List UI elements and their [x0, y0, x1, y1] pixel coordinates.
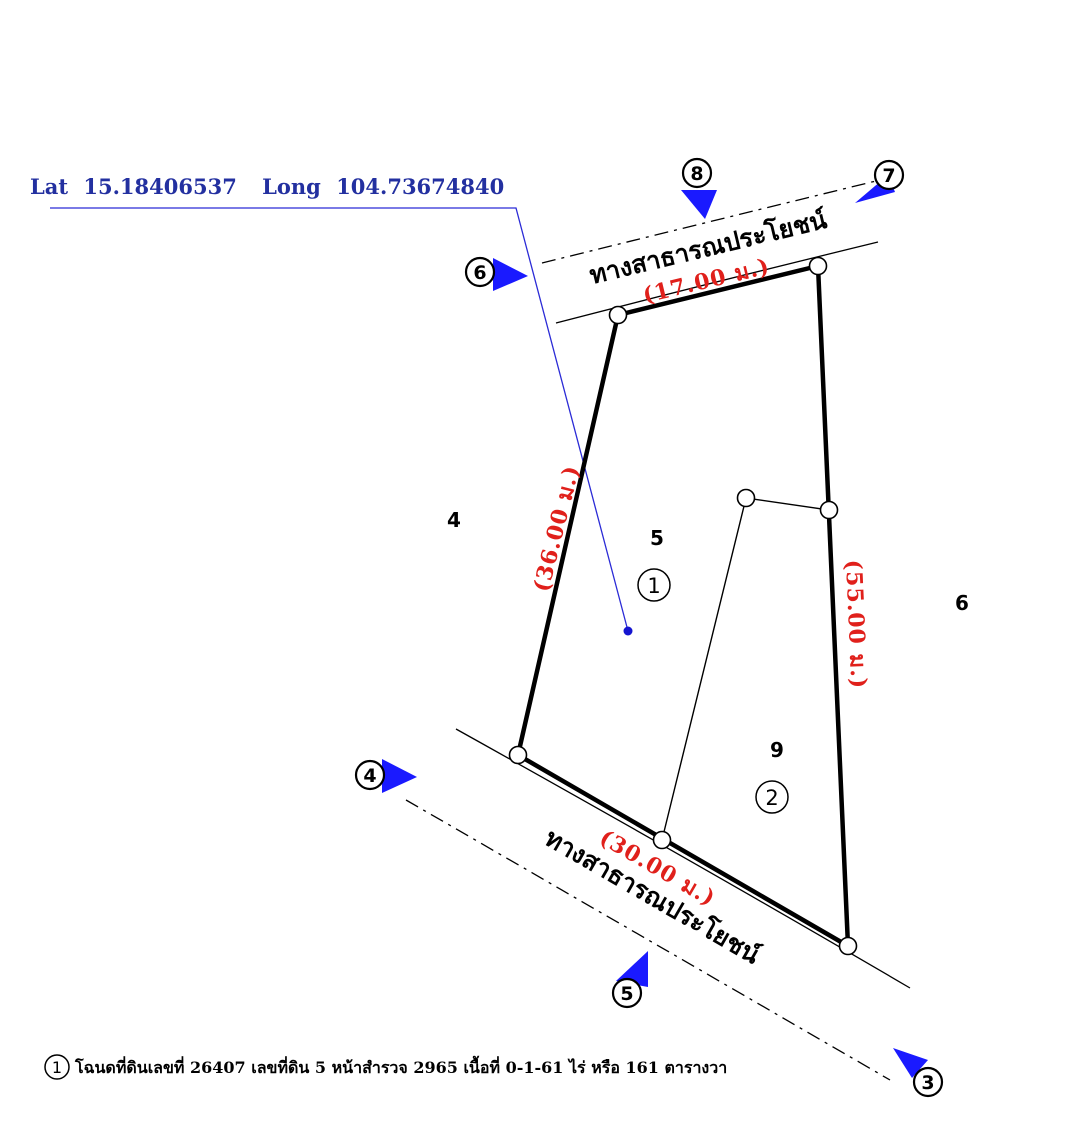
long-value: 104.73674840	[336, 174, 504, 199]
corner-peg	[819, 500, 839, 520]
corner-peg	[652, 830, 672, 850]
parcel-number-lower: 9	[770, 738, 784, 762]
svg-text:2: 2	[765, 786, 778, 810]
top-road-dashed-edge	[541, 179, 881, 264]
bottom-road-label: ทางสาธารณประโยชน์	[540, 822, 766, 970]
internal-division-line	[661, 497, 830, 841]
svg-text:4: 4	[363, 765, 376, 787]
parcel-number-upper: 5	[650, 526, 664, 550]
dimension-right: (55.00 ม.)	[840, 559, 872, 690]
arrow-right-icon	[493, 258, 528, 291]
neighbor-parcel-west: 4	[447, 508, 461, 532]
svg-text:6: 6	[473, 262, 486, 284]
parcel-index-lower: 2	[755, 780, 789, 814]
marker-7: 7	[873, 159, 905, 191]
lat-value: 15.18406537	[83, 174, 236, 199]
corner-peg	[508, 745, 528, 765]
marker-8: 8	[681, 157, 713, 189]
bottom-road-dashed-edge	[405, 799, 891, 1081]
arrow-down-icon	[681, 190, 717, 219]
arrow-up-icon	[616, 951, 648, 987]
corner-peg	[736, 488, 756, 508]
corner-peg	[608, 305, 628, 325]
coordinate-point	[623, 626, 633, 636]
marker-4: 4	[354, 759, 386, 791]
svg-text:3: 3	[921, 1072, 934, 1094]
coordinate-pointer-line	[50, 207, 629, 632]
arrow-up-left-icon	[893, 1048, 928, 1078]
footer-index-circle	[44, 1054, 70, 1080]
corner-peg	[838, 936, 858, 956]
arrow-right-icon	[382, 759, 417, 793]
marker-3: 3	[912, 1066, 944, 1098]
parcel-index-upper: 1	[637, 568, 671, 602]
corner-peg	[808, 256, 828, 276]
svg-text:8: 8	[690, 163, 703, 185]
marker-5: 5	[611, 977, 643, 1009]
deed-footer: 1 โฉนดที่ดินเลขที่ 26407 เลขที่ดิน 5 หน้…	[44, 1054, 727, 1080]
svg-text:5: 5	[620, 983, 633, 1005]
corner-pegs	[508, 256, 858, 956]
top-road-solid-edge	[555, 241, 879, 324]
svg-text:1: 1	[647, 574, 660, 598]
neighbor-parcel-east: 6	[955, 591, 969, 615]
lat-label: Lat	[30, 174, 68, 199]
dimension-left: (36.00 ม.)	[529, 462, 586, 594]
marker-6: 6	[464, 256, 496, 288]
long-label: Long	[262, 174, 321, 199]
deed-description: โฉนดที่ดินเลขที่ 26407 เลขที่ดิน 5 หน้าส…	[74, 1055, 727, 1077]
coordinate-label: Lat 15.18406537 Long 104.73674840	[30, 174, 504, 199]
footer-index-number: 1	[52, 1058, 62, 1077]
svg-text:7: 7	[882, 165, 895, 187]
